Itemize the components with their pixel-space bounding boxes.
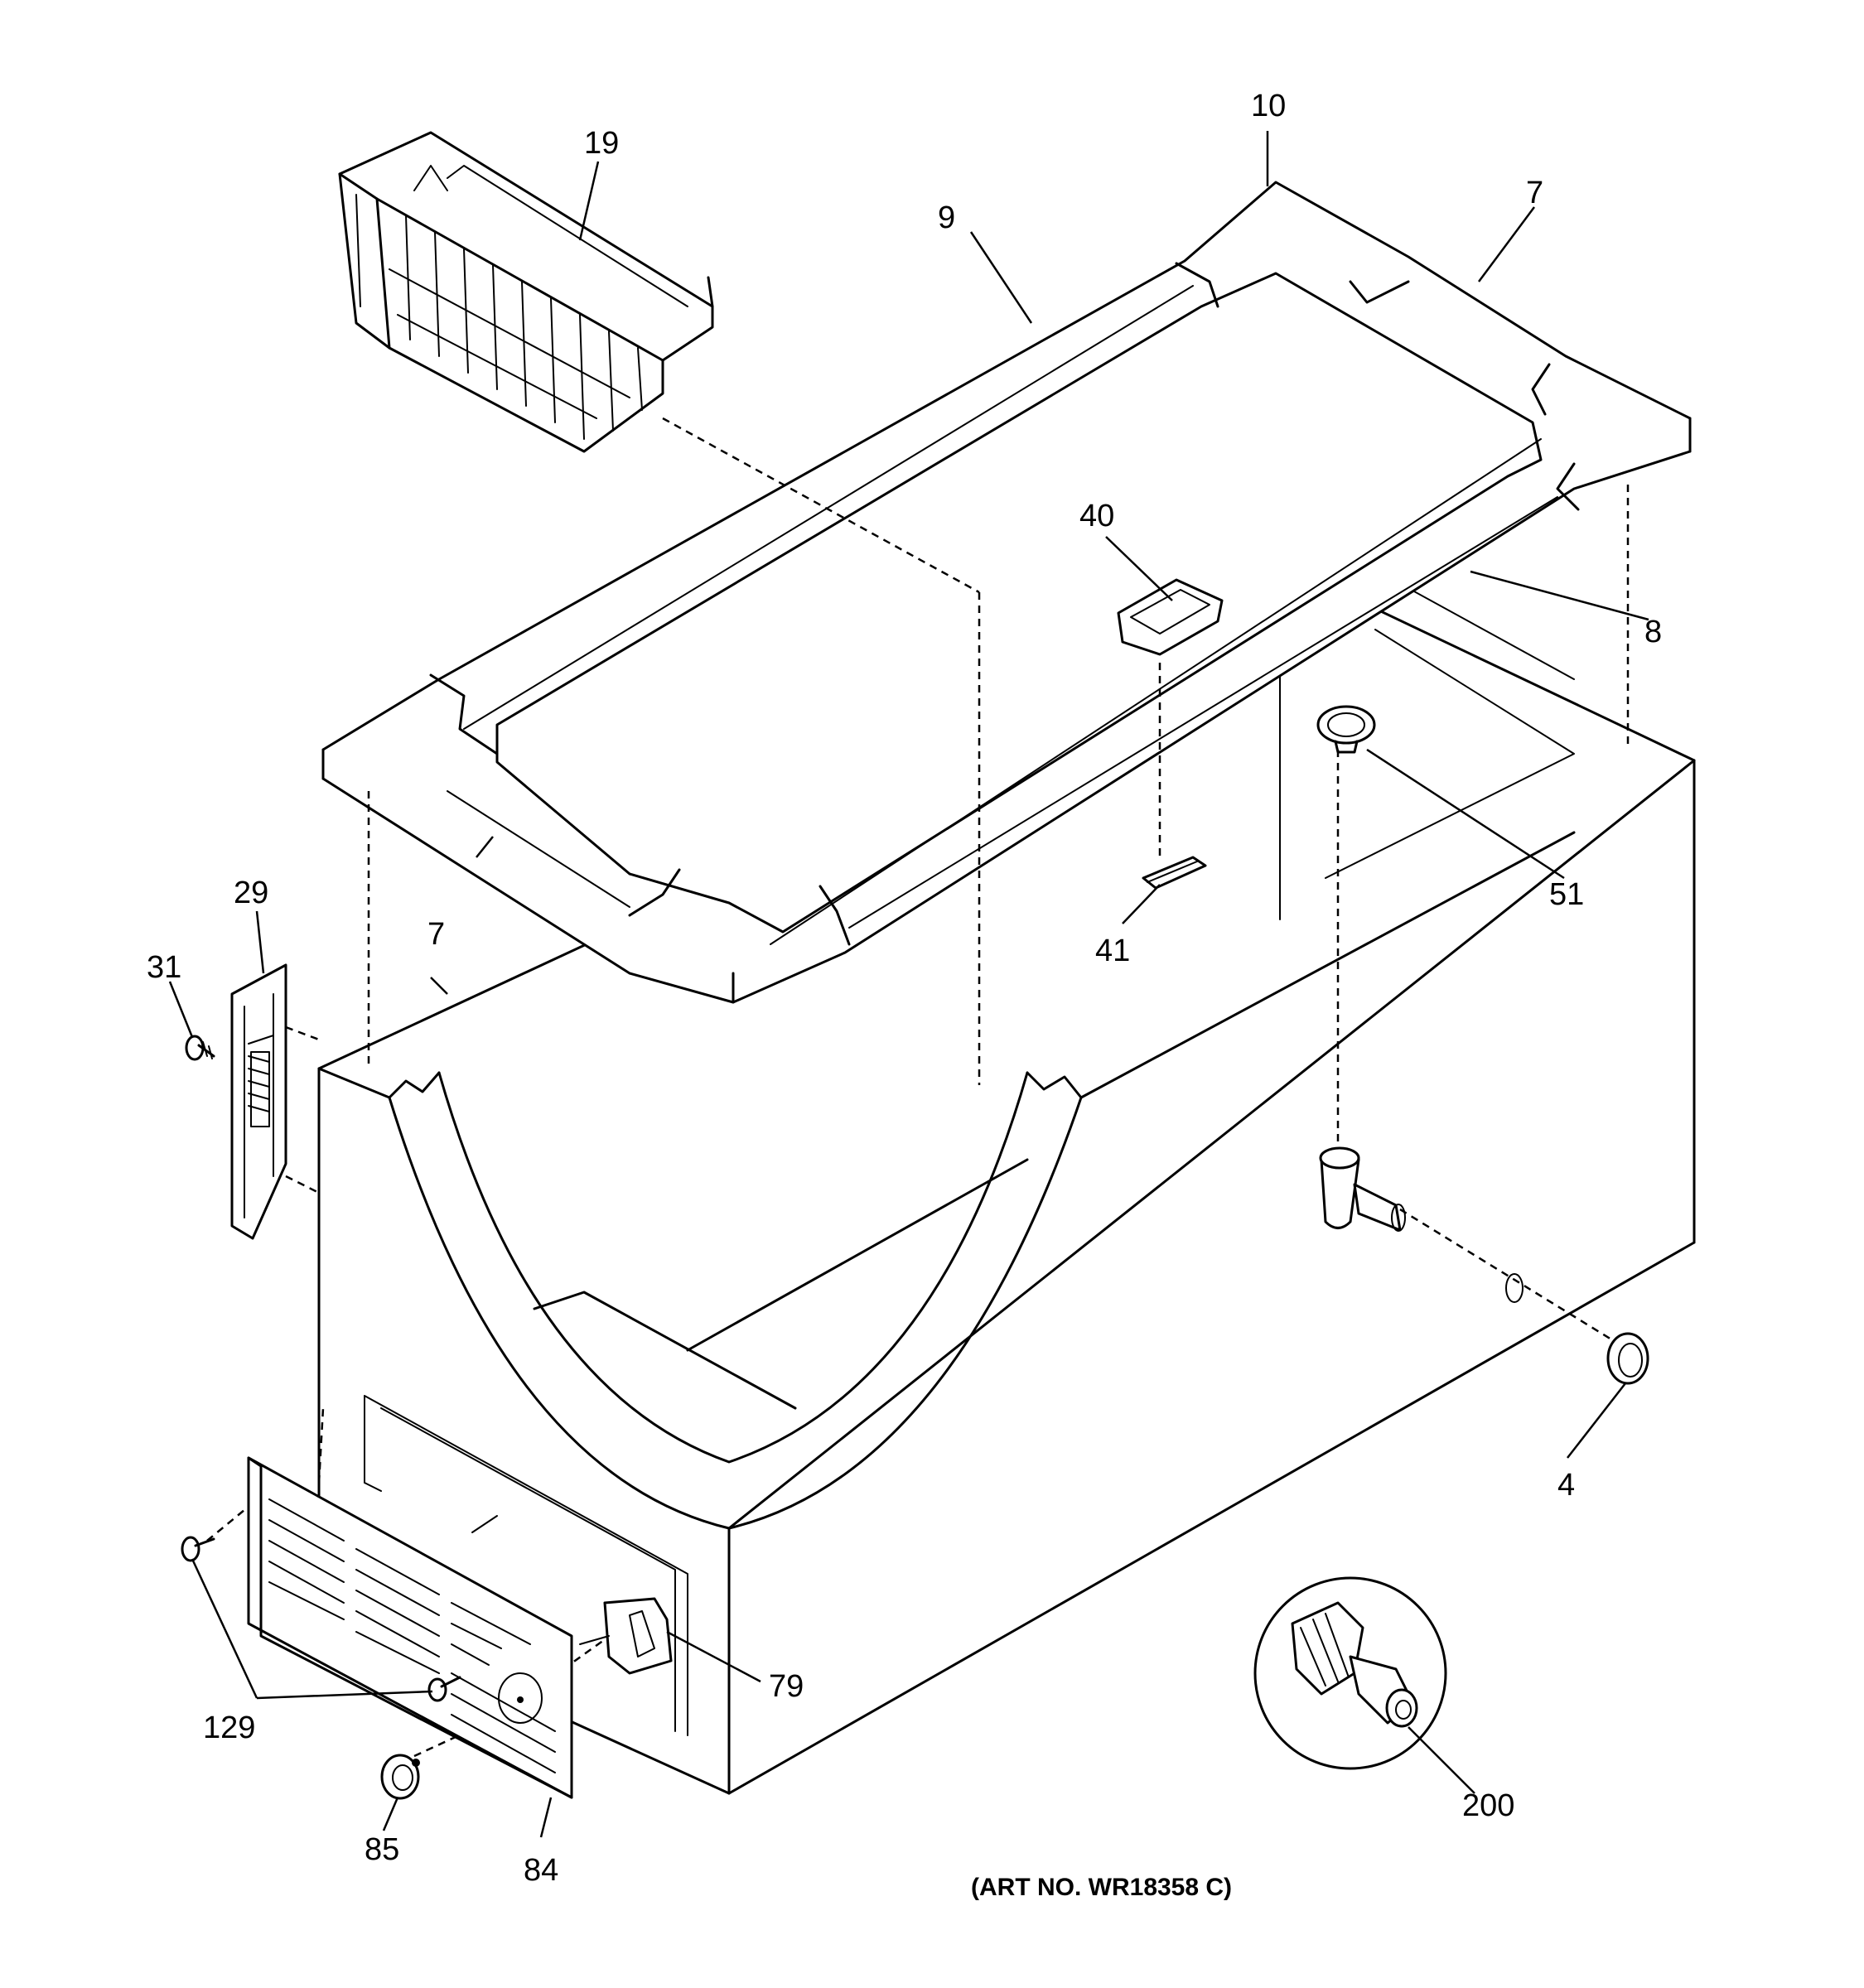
callout-labels: 10 19 9 7 40 8 51 41 7 29 31 4 79 129 85…	[147, 89, 1662, 1901]
part-41-clip	[1142, 856, 1207, 890]
leader-lines	[168, 131, 1649, 1838]
part-40-bracket	[1117, 578, 1224, 656]
part-200-detail	[1253, 1576, 1447, 1770]
part-79-thermostat	[579, 1597, 673, 1675]
part-29-hinge	[230, 963, 287, 1240]
callout-41: 41	[1095, 934, 1130, 968]
breaker-strip-frame	[321, 181, 1692, 1004]
art-number: (ART NO. WR18358 C)	[971, 1874, 1232, 1901]
callout-51: 51	[1549, 877, 1584, 912]
grille-opening	[364, 1395, 688, 1736]
callout-29: 29	[234, 876, 268, 910]
callout-129: 129	[203, 1711, 255, 1745]
callout-31: 31	[147, 950, 181, 985]
callout-40: 40	[1079, 499, 1114, 533]
part-84-grille	[247, 1456, 573, 1799]
wire-basket	[338, 131, 714, 453]
drain-tube	[1319, 1146, 1524, 1303]
callout-85: 85	[365, 1832, 399, 1867]
part-129-screws	[181, 1536, 461, 1702]
callout-9: 9	[938, 200, 955, 235]
callout-7-top: 7	[1526, 176, 1543, 210]
callout-7-bottom: 7	[427, 917, 445, 952]
callout-10: 10	[1251, 89, 1286, 123]
callout-84: 84	[524, 1853, 558, 1888]
part-51-drain-plug	[1316, 705, 1376, 754]
callout-19: 19	[584, 126, 619, 161]
callout-8: 8	[1644, 615, 1662, 649]
part-31-screw	[185, 1035, 215, 1061]
part-4-drain-cap	[1606, 1332, 1649, 1385]
callout-79: 79	[769, 1669, 804, 1704]
part-85-knob	[380, 1754, 420, 1800]
callout-200: 200	[1462, 1788, 1514, 1823]
callout-4: 4	[1557, 1468, 1575, 1503]
freezer-cabinet	[317, 517, 1696, 1795]
